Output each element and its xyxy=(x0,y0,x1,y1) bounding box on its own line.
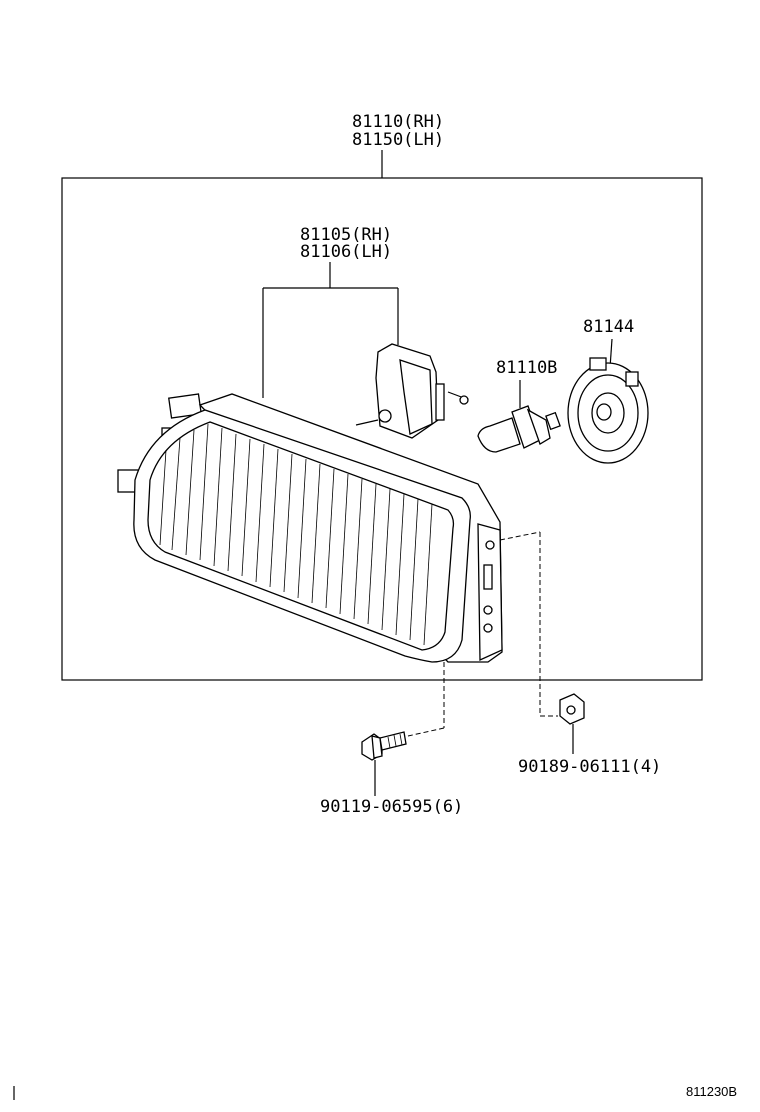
lens-hatching xyxy=(159,423,433,646)
nut-leader xyxy=(499,531,558,717)
assembly-frame xyxy=(61,177,703,681)
screw-label[interactable]: 90119-06595(6) xyxy=(320,797,463,817)
screw-leader xyxy=(407,662,445,737)
bulb-81110b[interactable] xyxy=(477,405,561,453)
headlamp-unit[interactable] xyxy=(117,393,503,663)
diagram-code: 811230B xyxy=(686,1084,737,1099)
leveling-actuator[interactable] xyxy=(355,343,469,439)
unit-rh-label[interactable]: 81105(RH) xyxy=(300,225,392,245)
assembly-lh-label[interactable]: 81150(LH) xyxy=(352,130,444,150)
unit-lh-label[interactable]: 81106(LH) xyxy=(300,242,392,262)
assembly-rh-label[interactable]: 81110(RH) xyxy=(352,112,444,132)
bulb-label[interactable]: 81110B xyxy=(496,358,557,378)
screw-90119[interactable] xyxy=(361,731,407,761)
nut-90189[interactable] xyxy=(559,693,585,725)
nut-label[interactable]: 90189-06111(4) xyxy=(518,757,661,777)
socket-cover-label[interactable]: 81144 xyxy=(583,317,634,337)
socket-cover-81144[interactable] xyxy=(567,357,649,464)
unit-bracket-leader xyxy=(262,262,399,398)
